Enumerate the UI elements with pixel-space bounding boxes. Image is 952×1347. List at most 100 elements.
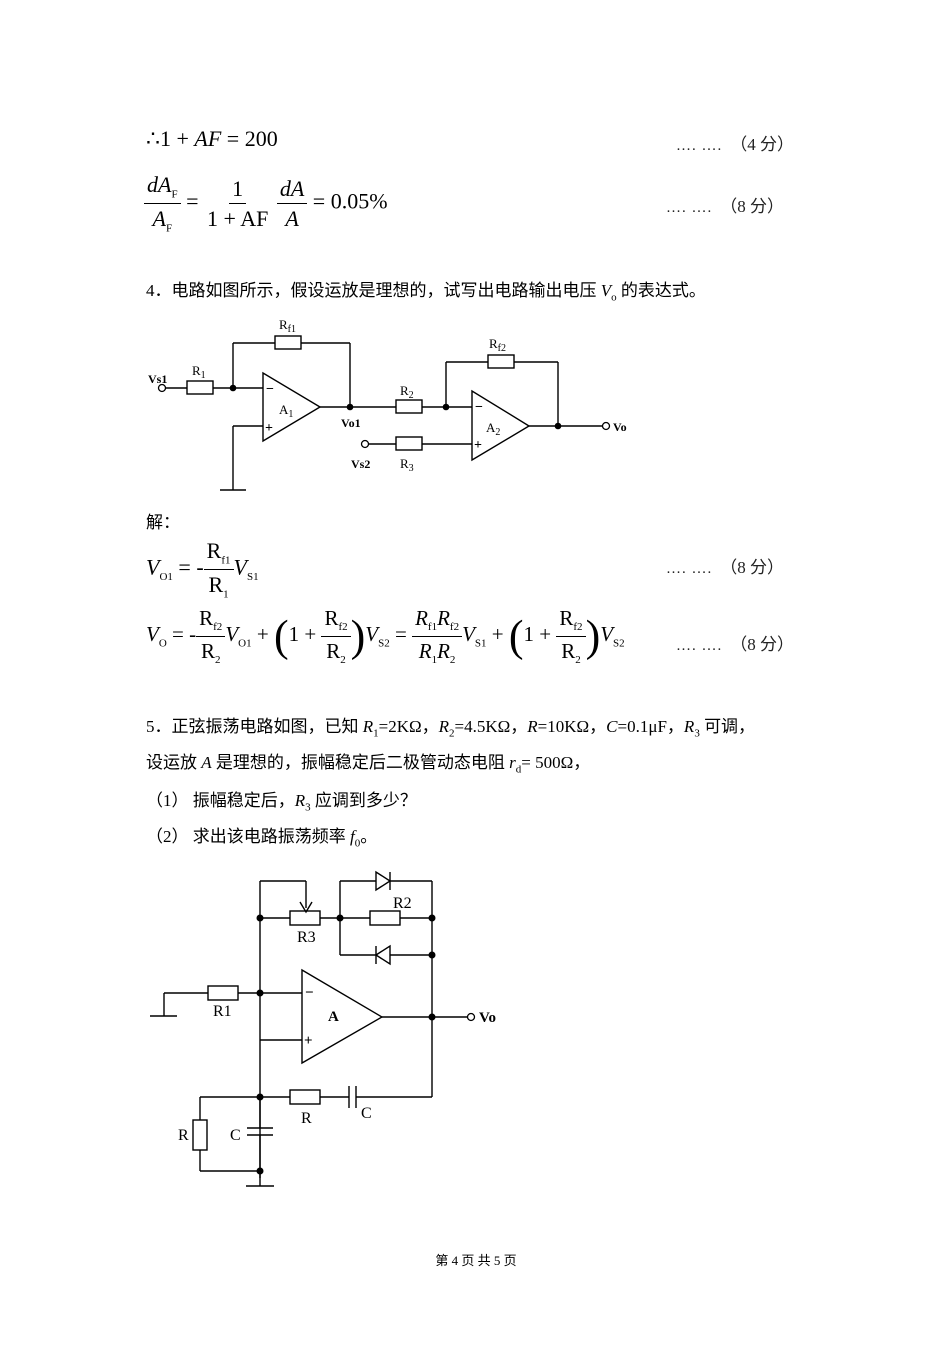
- question-5-line-1: 5．正弦振荡电路如图，已知 R1=2KΩ，R2=4.5KΩ，R=10KΩ，C=0…: [146, 712, 755, 739]
- eq4-rf2b-sub: f2: [338, 621, 348, 634]
- eq2-dots: …. ….: [666, 200, 713, 216]
- eq4-vs2b: V: [600, 622, 614, 647]
- eq4-one-2: 1 +: [523, 622, 557, 647]
- eq4-rf2c-sub: f2: [573, 621, 583, 634]
- label-r2: R2: [393, 895, 412, 912]
- eq4-r2c: R: [561, 638, 576, 663]
- eq2-a: A: [152, 206, 166, 232]
- eq3-score-text: （8 分）: [720, 558, 784, 577]
- question-5-sub-2: （2） 求出该电路振荡频率 f0。: [146, 822, 377, 849]
- label-vo: Vo: [479, 1010, 496, 1026]
- label-r3: R3: [400, 456, 414, 474]
- label-vs1: Vs1: [148, 372, 167, 386]
- q5-line2-a: 设运放: [146, 753, 202, 772]
- eq4-den-s1: 1: [431, 654, 438, 667]
- q5-sub2-f-sub: 0: [354, 837, 361, 850]
- eq2-score-text: （8 分）: [720, 197, 784, 216]
- label-rf1: Rf1: [279, 317, 296, 335]
- label-r: R: [301, 1110, 312, 1127]
- eq4-r2c-sub: 2: [575, 654, 581, 667]
- q5-v4: =0.1μF，: [617, 717, 684, 736]
- label-vs2: Vs2: [351, 457, 370, 471]
- eq2-score: …. …. （8 分）: [666, 192, 784, 217]
- q5-sub1-r: R: [294, 791, 306, 810]
- eq1-lhs: ∴1 +: [146, 126, 195, 151]
- q5-r: R: [527, 717, 538, 736]
- eq3-vs: V: [233, 554, 247, 580]
- eq2-one: 1: [229, 176, 247, 205]
- eq4-vs1-sub: S1: [474, 637, 487, 650]
- eq3-mid: = -: [172, 554, 204, 580]
- q5-r1-sub: 1: [373, 727, 379, 740]
- q5-line1-a: 5．正弦振荡电路如图，已知: [146, 717, 363, 736]
- question-4: 4．电路如图所示，假设运放是理想的，试写出电路输出电压 Vo 的表达式。: [146, 276, 706, 303]
- eq4-v: V: [146, 622, 159, 647]
- a2-minus: −: [475, 400, 483, 415]
- eq4-num-s1: f1: [427, 621, 438, 634]
- eq2-a-sub: F: [165, 222, 173, 235]
- eq4-dots: …. ….: [676, 638, 723, 654]
- eq4-r2: R: [200, 638, 215, 663]
- label-a2: A2: [486, 420, 500, 438]
- q5-r3-sub: 3: [694, 727, 700, 740]
- q5-sub1-r-sub: 3: [305, 801, 311, 814]
- q5-sub2-b: 。: [360, 827, 378, 846]
- q4-vo: V: [600, 281, 612, 300]
- eq3-dots: …. ….: [666, 561, 713, 577]
- eq2-a2: A: [285, 206, 299, 232]
- eq4-rf2: R: [199, 606, 214, 630]
- eq4-rf2b: R: [324, 606, 339, 630]
- equation-1: ∴1 + AF = 200: [146, 126, 278, 152]
- eq4-one-1: 1 +: [288, 622, 322, 647]
- eq4-rf2c: R: [559, 606, 574, 630]
- label-c-series: C: [361, 1105, 372, 1122]
- q5-sub1-b: 应调到多少？: [310, 791, 417, 810]
- eq4-r2-sub: 2: [214, 654, 221, 667]
- eq4-eq: =: [389, 622, 413, 647]
- eq4-vs2-sub: S2: [378, 637, 390, 650]
- eq4-plus-1: +: [251, 622, 274, 647]
- a1-plus: +: [265, 421, 273, 436]
- q4-vo-sub: o: [611, 291, 617, 304]
- eq4-num-r2: R: [437, 606, 450, 630]
- equation-3: VO1 = - Rf1 R1 VS1: [146, 538, 259, 601]
- q5-v5: 可调，: [699, 717, 756, 736]
- q5-line2-c: = 500Ω，: [521, 753, 591, 772]
- opamp-plus: +: [304, 1033, 313, 1049]
- q5-c: C: [606, 717, 618, 736]
- eq4-vs2: V: [365, 622, 379, 647]
- eq4-score: …. …. （8 分）: [676, 630, 794, 655]
- eq3-v: V: [146, 554, 160, 580]
- q5-v1: =2KΩ，: [378, 717, 439, 736]
- label-a1: A1: [279, 402, 293, 420]
- q5-r2-sub: 2: [449, 727, 455, 740]
- eq3-score: …. …. （8 分）: [666, 553, 784, 578]
- page-footer: 第 4 页 共 5 页: [435, 1253, 517, 1268]
- q5-v3: =10KΩ，: [537, 717, 607, 736]
- label-r-left: R: [178, 1127, 189, 1144]
- label-vo: Vo: [613, 420, 627, 434]
- circuit-diagram-2: R2 R3 R1 R C R C − + A Vo: [150, 870, 496, 1187]
- eq2-da2: dA: [276, 176, 308, 205]
- q4-text-a: 4．电路如图所示，假设运放是理想的，试写出电路输出电压: [146, 281, 601, 300]
- q5-a: A: [201, 753, 212, 772]
- eq4-rf2-sub: f2: [213, 621, 223, 634]
- solution-label: 解：: [146, 513, 180, 532]
- q5-sub2-f: f: [350, 827, 355, 846]
- circuit-diagram-1: Rf1 R1 R2 Rf2 R3 A1 A2 − + − + Vs1 Vo1 V…: [148, 317, 627, 491]
- eq4-den-s2: 2: [449, 654, 456, 667]
- eq4-vo1: V: [225, 622, 239, 647]
- eq3-rden: R: [208, 572, 224, 598]
- q4-text-b: 的表达式。: [616, 281, 706, 300]
- eq4-den-r: R: [418, 638, 432, 663]
- eq1-rhs: = 200: [221, 126, 278, 151]
- a2-plus: +: [474, 438, 482, 453]
- eq4-score-text: （8 分）: [730, 635, 794, 654]
- eq4-r2b-sub: 2: [340, 654, 346, 667]
- label-rf2: Rf2: [489, 336, 506, 354]
- a1-minus: −: [266, 382, 274, 397]
- q5-r3: R: [683, 717, 695, 736]
- equation-2: dAF AF = 1 1 + AF dA A = 0.05%: [144, 172, 388, 235]
- label-r2: R2: [400, 383, 414, 401]
- eq1-score: …. …. （4 分）: [676, 130, 794, 155]
